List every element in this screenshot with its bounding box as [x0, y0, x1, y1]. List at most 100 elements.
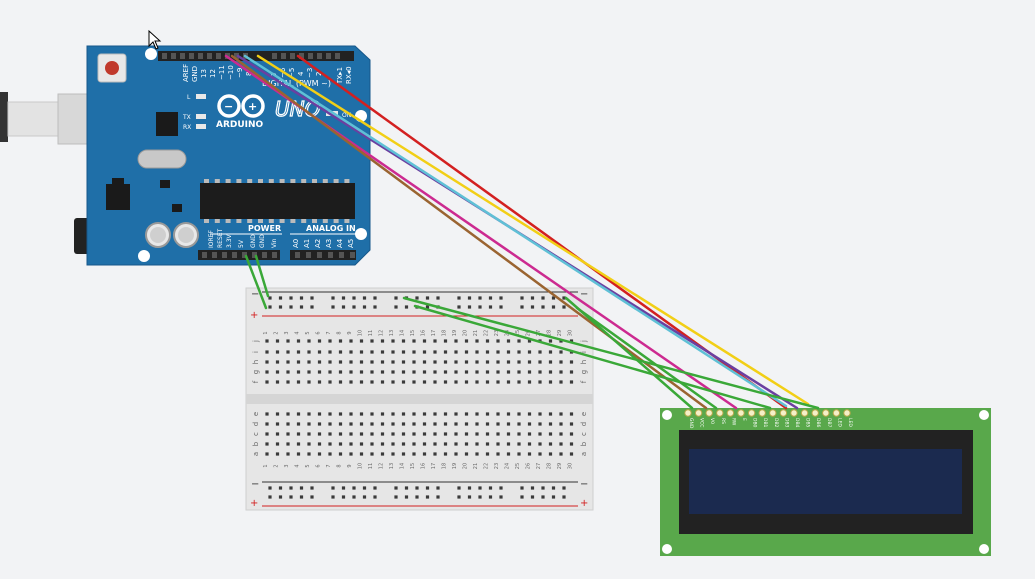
header-pin[interactable]	[290, 53, 295, 59]
breadboard-hole[interactable]	[527, 350, 532, 354]
breadboard-hole[interactable]	[422, 350, 427, 354]
breadboard-hole[interactable]	[370, 360, 374, 364]
breadboard-hole[interactable]	[443, 339, 448, 343]
breadboard-hole[interactable]	[289, 486, 293, 490]
header-pin[interactable]	[216, 53, 221, 59]
breadboard-hole[interactable]	[454, 380, 458, 384]
breadboard-hole[interactable]	[331, 495, 335, 499]
breadboard-hole[interactable]	[278, 296, 283, 300]
breadboard-hole[interactable]	[454, 339, 458, 343]
breadboard-hole[interactable]	[485, 412, 490, 416]
header-pin[interactable]	[272, 53, 277, 59]
breadboard-hole[interactable]	[380, 432, 385, 436]
breadboard-hole[interactable]	[289, 495, 293, 499]
breadboard-hole[interactable]	[349, 442, 353, 446]
breadboard-hole[interactable]	[569, 412, 574, 416]
breadboard-hole[interactable]	[380, 442, 385, 446]
breadboard-hole[interactable]	[496, 370, 500, 374]
lcd-pin[interactable]	[684, 409, 692, 417]
breadboard-hole[interactable]	[328, 339, 332, 343]
breadboard-hole[interactable]	[373, 486, 377, 490]
breadboard-hole[interactable]	[338, 360, 343, 364]
breadboard-hole[interactable]	[527, 339, 532, 343]
breadboard-hole[interactable]	[485, 339, 490, 343]
breadboard-hole[interactable]	[370, 339, 374, 343]
breadboard-hole[interactable]	[338, 339, 343, 343]
lcd-pin[interactable]	[726, 409, 735, 417]
breadboard-hole[interactable]	[359, 432, 364, 436]
breadboard-hole[interactable]	[412, 442, 416, 446]
breadboard-hole[interactable]	[412, 350, 416, 354]
breadboard-hole[interactable]	[548, 350, 553, 354]
breadboard-hole[interactable]	[349, 432, 353, 436]
arduino-uno-board[interactable]: AREF GND 13 12 ~11 ~10 ~9 8 7 ~6 ~5 4 ~3…	[0, 45, 371, 266]
breadboard-hole[interactable]	[422, 452, 427, 456]
breadboard-hole[interactable]	[370, 412, 374, 416]
breadboard-hole[interactable]	[401, 452, 406, 456]
header-pin[interactable]	[308, 53, 313, 59]
breadboard-hole[interactable]	[562, 495, 566, 499]
breadboard-hole[interactable]	[559, 370, 563, 374]
header-pin[interactable]	[326, 53, 331, 59]
breadboard-hole[interactable]	[485, 380, 490, 384]
breadboard-hole[interactable]	[433, 370, 437, 374]
breadboard-hole[interactable]	[506, 380, 511, 384]
breadboard-hole[interactable]	[299, 495, 304, 499]
breadboard-hole[interactable]	[349, 380, 353, 384]
breadboard-hole[interactable]	[433, 422, 437, 426]
breadboard-hole[interactable]	[317, 370, 322, 374]
breadboard-hole[interactable]	[520, 495, 524, 499]
breadboard-hole[interactable]	[520, 296, 524, 300]
breadboard-hole[interactable]	[401, 350, 406, 354]
wire-green-rail-2[interactable]	[413, 304, 772, 410]
breadboard-hole[interactable]	[391, 422, 395, 426]
lcd-pin[interactable]	[705, 409, 713, 417]
breadboard-hole[interactable]	[548, 432, 553, 436]
breadboard-hole[interactable]	[475, 339, 479, 343]
breadboard-hole[interactable]	[338, 350, 343, 354]
breadboard-hole[interactable]	[307, 339, 311, 343]
breadboard-hole[interactable]	[359, 370, 364, 374]
breadboard-hole[interactable]	[286, 452, 290, 456]
breadboard-hole[interactable]	[341, 495, 346, 499]
breadboard-hole[interactable]	[559, 350, 563, 354]
breadboard-hole[interactable]	[559, 380, 563, 384]
breadboard-hole[interactable]	[443, 422, 448, 426]
breadboard-hole[interactable]	[485, 452, 490, 456]
breadboard-hole[interactable]	[299, 305, 304, 309]
breadboard-hole[interactable]	[338, 452, 343, 456]
wire-brown[interactable]	[230, 54, 708, 410]
lcd-pin[interactable]	[694, 409, 703, 417]
breadboard-hole[interactable]	[454, 442, 458, 446]
breadboard-hole[interactable]	[307, 380, 311, 384]
breadboard-hole[interactable]	[488, 296, 493, 300]
breadboard-hole[interactable]	[299, 486, 304, 490]
lcd-pin[interactable]	[758, 409, 766, 417]
header-pin[interactable]	[162, 53, 167, 59]
breadboard-hole[interactable]	[425, 486, 430, 490]
reset-button-cap[interactable]	[105, 61, 119, 75]
breadboard-hole[interactable]	[317, 442, 322, 446]
lcd-pin[interactable]	[769, 409, 777, 417]
breadboard-hole[interactable]	[464, 350, 469, 354]
breadboard-hole[interactable]	[296, 442, 301, 446]
breadboard-holes[interactable]	[265, 296, 574, 499]
breadboard-hole[interactable]	[296, 452, 301, 456]
header-pin[interactable]	[281, 53, 286, 59]
breadboard-hole[interactable]	[478, 486, 482, 490]
breadboard-hole[interactable]	[457, 495, 461, 499]
breadboard-hole[interactable]	[467, 495, 472, 499]
breadboard-hole[interactable]	[275, 422, 280, 426]
breadboard-hole[interactable]	[527, 370, 532, 374]
breadboard-hole[interactable]	[391, 412, 395, 416]
breadboard-hole[interactable]	[496, 432, 500, 436]
breadboard-hole[interactable]	[530, 495, 535, 499]
breadboard-hole[interactable]	[310, 305, 314, 309]
header-pin[interactable]	[306, 252, 311, 258]
breadboard-hole[interactable]	[349, 412, 353, 416]
breadboard-hole[interactable]	[496, 422, 500, 426]
breadboard-hole[interactable]	[464, 432, 469, 436]
breadboard-hole[interactable]	[422, 370, 427, 374]
